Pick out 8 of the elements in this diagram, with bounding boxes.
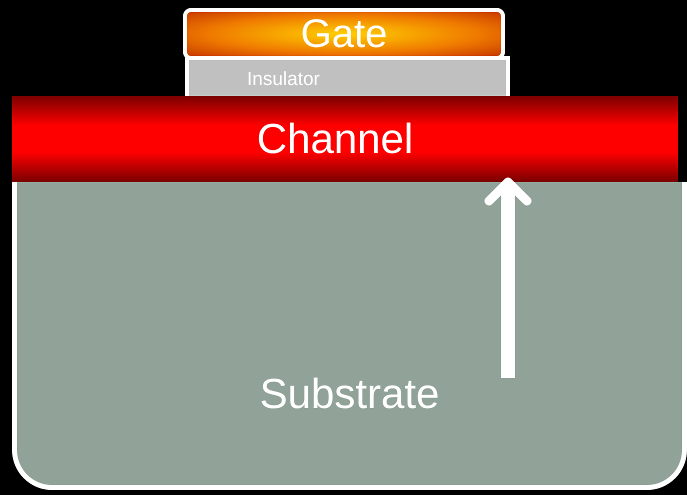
layer-label: Channel	[256, 118, 414, 160]
gate-layer	[183, 8, 505, 60]
layer-label: Insulator	[247, 70, 320, 89]
arrow	[484, 178, 532, 378]
substrate-block	[12, 182, 687, 490]
layer-label: Substrate	[260, 373, 440, 415]
layer-label: Gate	[300, 14, 388, 54]
channel-layer	[12, 96, 678, 182]
